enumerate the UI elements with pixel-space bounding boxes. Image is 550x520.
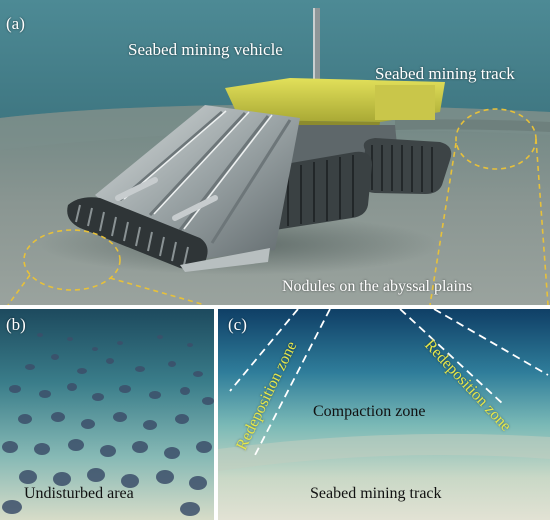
undisturbed-area-caption: Undisturbed area (24, 485, 134, 502)
nodule-field-photo (0, 309, 214, 520)
panel-c-mining-track: (c) Redeposition zone Redeposition zone … (218, 309, 550, 520)
panel-b-undisturbed-seafloor: (b) Undisturbed area (0, 309, 214, 520)
mining-track-photo (218, 309, 550, 520)
panel-c-label: (c) (228, 315, 247, 334)
panel-b-label: (b) (6, 315, 26, 334)
nodules-label: Nodules on the abyssal plains (282, 278, 473, 295)
seabed-mining-track-caption: Seabed mining track (310, 485, 442, 502)
track-label: Seabed mining track (375, 64, 515, 83)
mining-vehicle-illustration (0, 0, 550, 305)
compaction-zone-label: Compaction zone (313, 403, 426, 420)
panel-a-label: (a) (6, 14, 25, 33)
nodules-callout-circle (23, 229, 121, 291)
panel-a-mining-vehicle-scene: (a) Seabed mining vehicle Seabed mining … (0, 0, 550, 305)
vehicle-label: Seabed mining vehicle (128, 40, 283, 59)
